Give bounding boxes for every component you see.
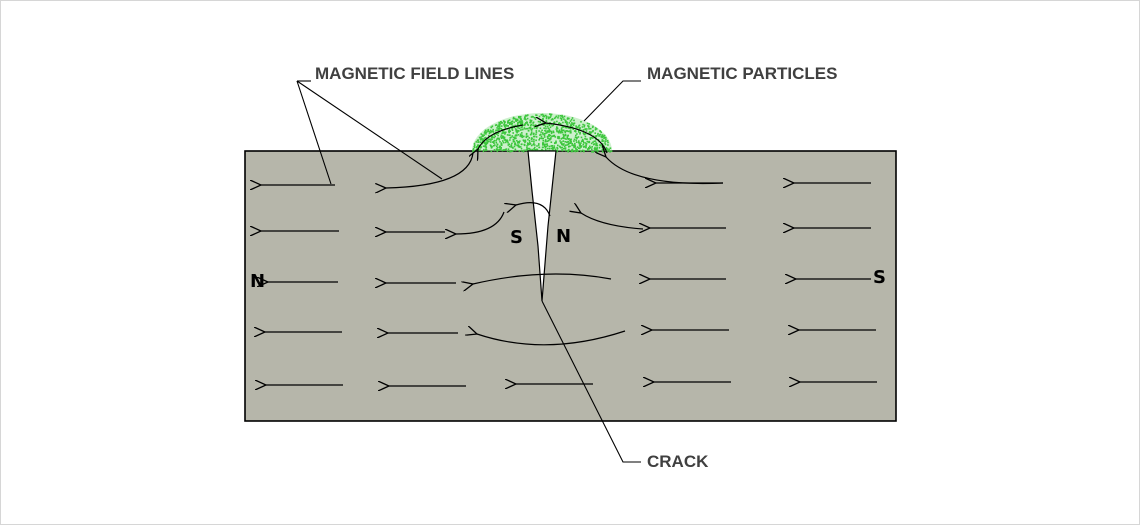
- curved-field-line: [546, 123, 608, 154]
- curved-field-line: [581, 213, 644, 230]
- label-crack: CRACK: [647, 452, 709, 471]
- pole-label-right: S: [873, 267, 886, 288]
- pole-label-crack-left: S: [510, 227, 523, 248]
- leader-crack: [541, 300, 641, 463]
- pole-label-left: N: [250, 271, 265, 292]
- magnetized-bar: [244, 150, 897, 422]
- curved-field-line: [473, 273, 612, 284]
- leader-field-lines: [296, 80, 443, 180]
- pole-label-crack-right: N: [556, 226, 571, 247]
- curved-field-line: [516, 202, 551, 217]
- curved-field-line: [477, 331, 626, 346]
- magnetic-particles-cloud: [472, 113, 613, 153]
- field-line-arrows: [261, 183, 877, 386]
- label-magnetic-particles: MAGNETIC PARTICLES: [647, 64, 837, 83]
- leader-field-lines: [296, 80, 332, 185]
- curved-field-line: [606, 157, 724, 185]
- curved-field-line: [456, 211, 505, 234]
- leader-lines: [296, 80, 641, 463]
- leader-particles: [583, 80, 641, 122]
- curved-field-line: [478, 124, 524, 149]
- curved-field-lines: [386, 123, 724, 346]
- label-magnetic-field-lines: MAGNETIC FIELD LINES: [315, 64, 514, 83]
